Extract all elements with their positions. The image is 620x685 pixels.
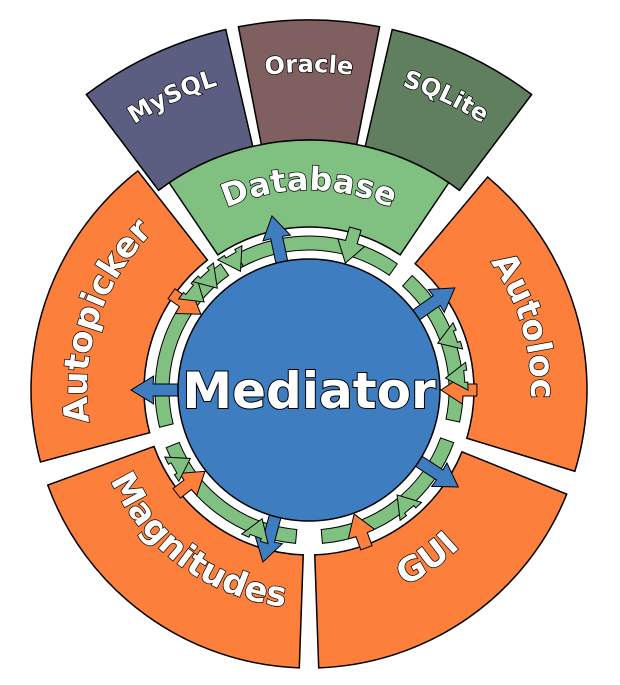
module-autoloc [414, 175, 588, 473]
inbound-arrow-icon [347, 513, 376, 551]
ring-arrow-icon [436, 321, 464, 350]
ring-segment [165, 441, 298, 544]
ring-arrow-icon [164, 456, 192, 483]
module-magnitudes [46, 445, 305, 669]
ring-arrow-icon [191, 262, 218, 289]
inbound-arrow-icon [337, 226, 366, 264]
db-oracle [237, 19, 381, 146]
ring-segment [276, 235, 399, 277]
ring-arrow-icon [396, 494, 423, 522]
inbound-arrow-icon [172, 470, 206, 499]
ring-arrow-icon [177, 276, 205, 303]
ring-arrow-icon [444, 361, 469, 391]
mediator-label: Mediator [182, 362, 436, 420]
db-oracle-label: Oracle [263, 50, 355, 81]
module-gui [313, 450, 568, 669]
ring-segment [320, 437, 455, 544]
mediator-circle [177, 258, 441, 522]
ring-arrow-icon [216, 245, 243, 273]
ring-arrow-icon [240, 517, 269, 545]
module-autopicker [30, 169, 209, 463]
